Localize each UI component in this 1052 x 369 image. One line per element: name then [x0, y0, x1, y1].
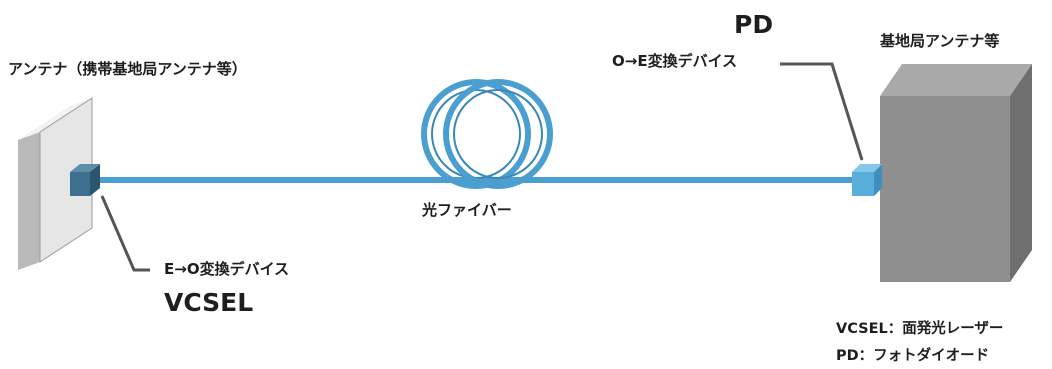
pd-leader-line — [780, 62, 864, 161]
pd-cube-front — [852, 172, 874, 196]
right-antenna-label: 基地局アンテナ等 — [880, 32, 1000, 50]
vcsel-cube — [70, 164, 100, 196]
fiber-coil-loop-right-inner — [453, 89, 543, 179]
legend-pd-line: PD：フォトダイオード — [836, 348, 990, 364]
left-antenna-label: アンテナ（携帯基地局アンテナ等） — [8, 60, 247, 78]
vcsel-cube-side — [90, 164, 100, 196]
left-antenna-panel-side — [18, 132, 40, 270]
left-antenna-panel-front — [39, 97, 93, 263]
left-antenna-panel-top — [18, 98, 92, 140]
vcsel-cube-front — [70, 172, 90, 196]
base-station-box-side — [1010, 64, 1032, 282]
pd-cube-side — [874, 164, 882, 196]
base-station-box — [880, 64, 1032, 282]
pd-acronym-label: PD — [734, 10, 774, 39]
pd-device-label: O→E変換デバイス — [612, 52, 738, 70]
vcsel-leader-line — [100, 195, 150, 272]
vcsel-device-label: E→O変換デバイス — [164, 260, 290, 278]
fiber-label: 光ファイバー — [422, 201, 512, 219]
left-antenna-panel — [18, 97, 93, 270]
base-station-box-front — [880, 96, 1010, 282]
legend-vcsel-line: VCSEL：面発光レーザー — [836, 321, 1004, 337]
fiber-coil-loop-right — [443, 79, 553, 189]
fiber-coil-loop-left — [421, 79, 531, 189]
vcsel-acronym-label: VCSEL — [164, 288, 254, 317]
base-station-box-top — [880, 64, 1032, 96]
pd-cube-top — [852, 164, 882, 172]
fiber-coil — [421, 79, 553, 189]
pd-cube — [852, 164, 882, 196]
